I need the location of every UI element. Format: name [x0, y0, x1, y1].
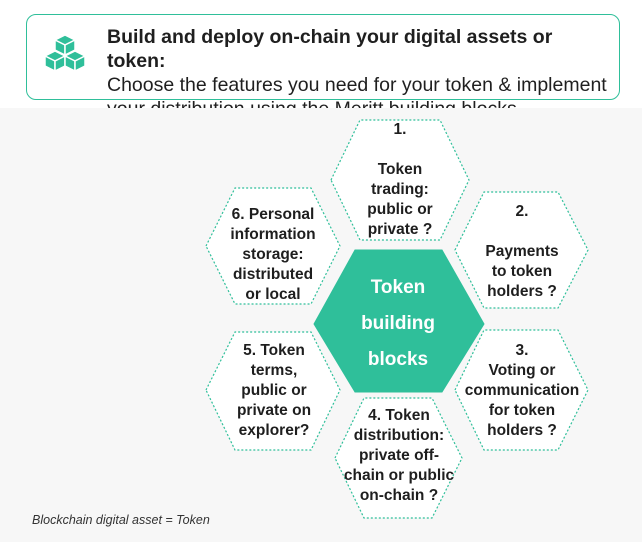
block-1-label: 1. Token trading: public or private ?	[367, 121, 433, 238]
block-6-label: 6. Personal information storage: distrib…	[230, 206, 316, 303]
hexagon-token-distribution	[334, 397, 463, 519]
block-3-label: 3. Voting or communication for token hol…	[464, 342, 580, 439]
blocks-icon	[44, 34, 86, 72]
hexagon-center	[313, 249, 485, 393]
block-4-label: 4. Token distribution: private off- chai…	[343, 407, 455, 504]
hexagon-payments	[454, 191, 589, 309]
footnote: Blockchain digital asset = Token	[32, 513, 210, 527]
hexagon-personal-information	[205, 187, 341, 305]
block-5-label: 5. Token terms, public or private on exp…	[236, 342, 312, 439]
hexagon-token-trading	[330, 119, 470, 241]
header-title: Build and deploy on-chain your digital a…	[107, 26, 553, 72]
hexagon-voting	[454, 329, 589, 451]
center-label: Token building blocks	[361, 277, 435, 370]
hexagon-token-terms	[205, 331, 341, 451]
block-2-label: 2. Payments to token holders ?	[485, 203, 559, 300]
